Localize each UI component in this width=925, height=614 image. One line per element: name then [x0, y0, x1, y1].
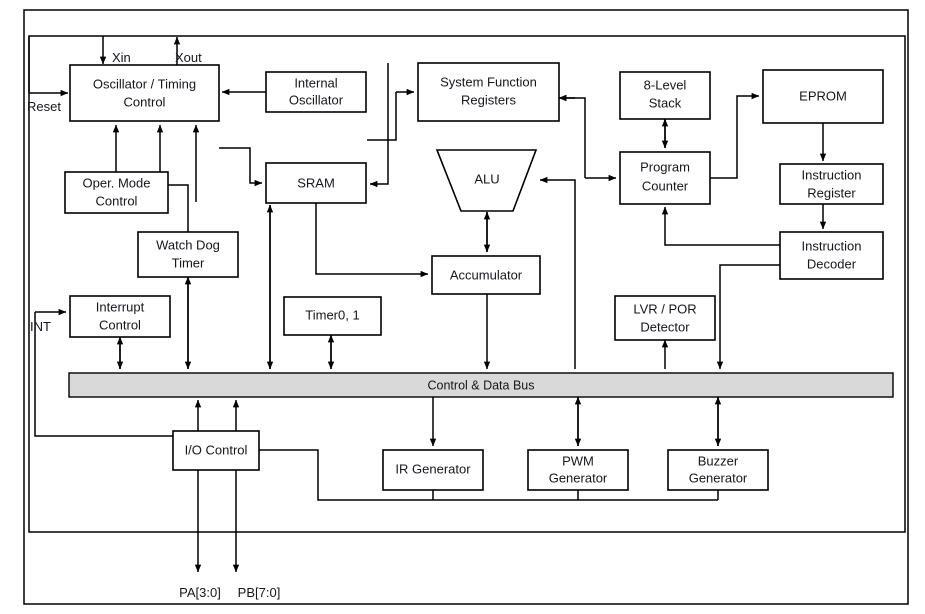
- block-label-line1: IR Generator: [395, 461, 471, 476]
- wire-osc-to-sram: [219, 147, 263, 187]
- block-label-line1: Instruction: [802, 167, 862, 182]
- block-label-line2: Registers: [461, 92, 516, 107]
- block-label-line1: Program: [640, 159, 690, 174]
- chip-boundary: [28, 35, 906, 533]
- block-label-line2: Oscillator: [289, 92, 344, 107]
- block-eprom[interactable]: EPROM: [762, 69, 884, 124]
- signal-label-reset: Reset: [27, 99, 61, 114]
- outer-frame: [23, 9, 909, 605]
- bus-label: Control & Data Bus: [428, 378, 535, 392]
- block-label-line1: System Function: [440, 74, 537, 89]
- block-oper-mode-control[interactable]: Oper. Mode Control: [64, 171, 169, 214]
- block-label-line1: Instruction: [802, 238, 862, 253]
- block-system-function-registers[interactable]: System Function Registers: [417, 62, 560, 122]
- signal-label-int: INT: [30, 319, 51, 334]
- block-label-line1: Internal: [294, 75, 337, 90]
- block-watch-dog-timer[interactable]: Watch Dog Timer: [137, 231, 239, 278]
- block-label-line1: Oper. Mode: [83, 175, 151, 190]
- block-ir-generator[interactable]: IR Generator: [382, 449, 484, 491]
- block-label-line1: Oscillator / Timing: [93, 76, 196, 91]
- block-label-line1: Timer0, 1: [305, 307, 359, 322]
- block-instruction-decoder[interactable]: Instruction Decoder: [779, 231, 884, 280]
- wire-layer: [28, 36, 827, 573]
- wire-pc-to-sfr: [558, 94, 586, 178]
- block-interrupt-control[interactable]: Interrupt Control: [69, 295, 171, 338]
- wire-to-alu-right: [539, 176, 576, 369]
- block-label-line2: Decoder: [807, 256, 857, 271]
- block-label-line2: Control: [124, 94, 166, 109]
- block-label-line2: Generator: [549, 470, 608, 485]
- block-program-counter[interactable]: Program Counter: [619, 151, 711, 205]
- signal-label-xin: Xin: [112, 50, 131, 65]
- block-label-line2: Generator: [689, 470, 748, 485]
- block-pwm-generator[interactable]: PWM Generator: [527, 449, 629, 491]
- block-label-line1: LVR / POR: [633, 301, 696, 316]
- block-eight-level-stack[interactable]: 8-Level Stack: [619, 71, 711, 120]
- block-label-line2: Control: [96, 193, 138, 208]
- block-io-control[interactable]: I/O Control: [172, 430, 260, 471]
- signal-label-port-a: PA[3:0]: [179, 585, 221, 600]
- block-label-line1: PWM: [562, 453, 594, 468]
- wire-idec-to-pc: [661, 206, 780, 246]
- block-alu[interactable]: ALU: [435, 149, 538, 212]
- block-timer0-1[interactable]: Timer0, 1: [283, 296, 382, 336]
- block-buzzer-generator[interactable]: Buzzer Generator: [667, 449, 769, 491]
- wire-sfr-input-riser: [367, 92, 397, 141]
- signal-label-xout: Xout: [175, 50, 202, 65]
- wire-pc-to-eprom: [710, 92, 760, 179]
- signal-label-port-b: PB[7:0]: [238, 585, 281, 600]
- block-label-line2: Counter: [642, 178, 689, 193]
- block-instruction-register[interactable]: Instruction Register: [779, 163, 884, 205]
- block-label-line2: Register: [807, 185, 856, 200]
- block-label-line1: SRAM: [297, 175, 335, 190]
- control-data-bus[interactable]: Control & Data Bus: [68, 372, 894, 398]
- block-lvr-por-detector[interactable]: LVR / POR Detector: [614, 295, 716, 341]
- block-label-line1: Accumulator: [450, 267, 523, 282]
- block-oscillator-timing-control[interactable]: Oscillator / Timing Control: [69, 64, 220, 122]
- wire-wdt-to-osc: [156, 124, 189, 232]
- wire-idec-to-bus: [716, 264, 780, 370]
- block-internal-oscillator[interactable]: Internal Oscillator: [265, 71, 367, 113]
- block-label-line1: 8-Level: [644, 77, 687, 92]
- block-label-line2: Timer: [172, 255, 205, 270]
- block-label-line2: Control: [99, 317, 141, 332]
- block-label-line1: Watch Dog: [156, 237, 220, 252]
- block-accumulator[interactable]: Accumulator: [431, 255, 541, 295]
- wire-io-right-out: [259, 449, 718, 501]
- block-label-line2: Stack: [649, 95, 682, 110]
- block-label-line1: Buzzer: [698, 453, 739, 468]
- block-label-line1: ALU: [474, 171, 499, 186]
- wire-right-to-sram: [369, 63, 389, 188]
- block-label-line1: I/O Control: [185, 442, 248, 457]
- block-label-line1: EPROM: [799, 88, 847, 103]
- block-sram[interactable]: SRAM: [265, 162, 367, 204]
- block-label-line1: Interrupt: [96, 299, 145, 314]
- wire-int-trunk: [34, 312, 173, 437]
- wire-sram-to-acc: [315, 203, 429, 278]
- block-label-line2: Detector: [640, 319, 690, 334]
